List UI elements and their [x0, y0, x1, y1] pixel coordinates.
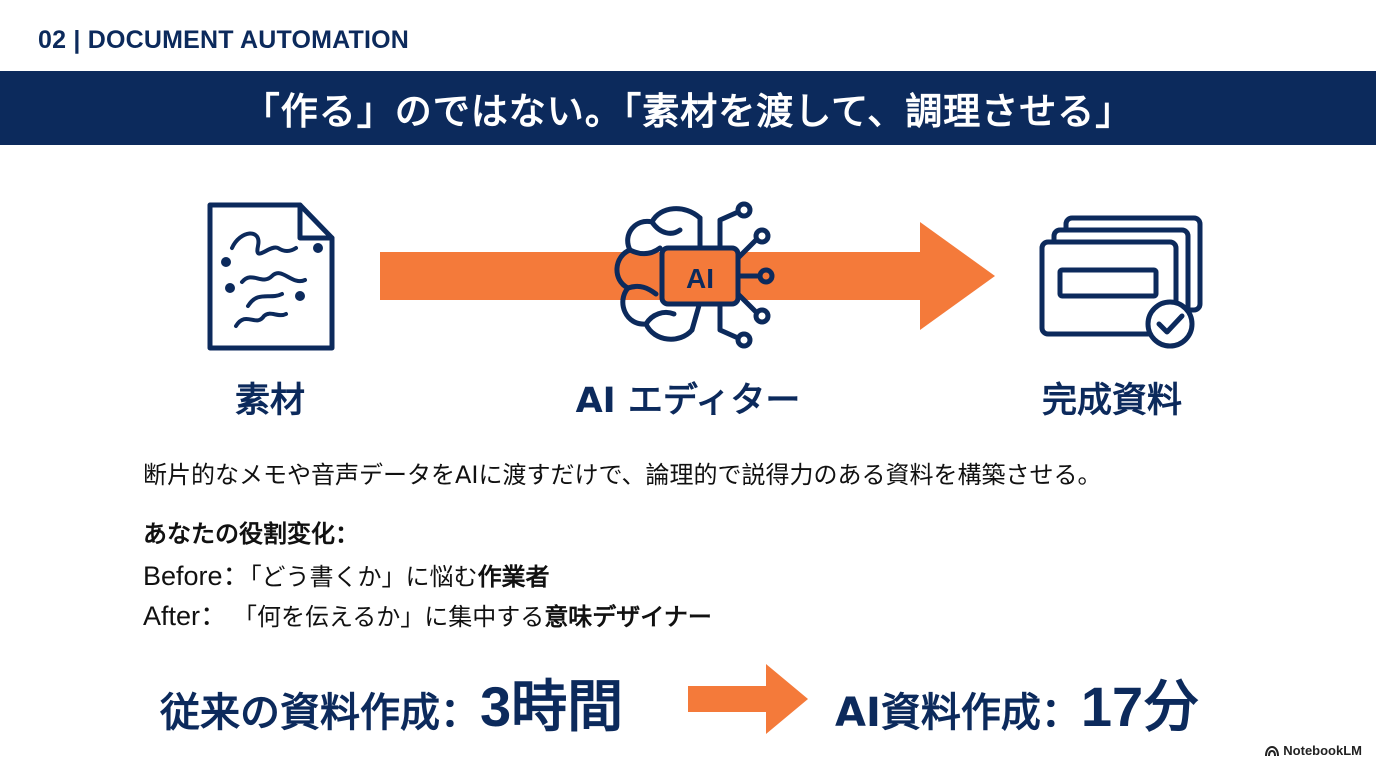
notebooklm-logo-icon: [1265, 745, 1280, 756]
after-time: AI資料作成：17分: [835, 662, 1199, 743]
after-time-value: 17分: [1080, 675, 1200, 738]
role-after-emphasis: 意味デザイナー: [544, 603, 712, 631]
role-before-prefix: Before：: [143, 561, 250, 591]
brand-watermark: NotebookLM: [1265, 743, 1362, 758]
ai-brain-circuit-icon: [614, 201, 775, 349]
description-text: 断片的なメモや音声データをAIに渡すだけで、論理的で説得力のある資料を構築させる…: [143, 461, 1102, 489]
slide-title: 「作る」のではない。「素材を渡して、調理させる」: [242, 90, 1134, 133]
before-time-label: 従来の資料作成：: [160, 690, 480, 736]
step-label-ai-editor: AI エディター: [575, 381, 801, 421]
time-comparison: 従来の資料作成：3時間 AI資料作成：17分: [0, 662, 1376, 742]
stacked-slides-check-icon: [1039, 215, 1203, 349]
role-before-emphasis: 作業者: [477, 563, 550, 591]
step-label-output: 完成資料: [1041, 381, 1183, 421]
role-after-prefix: After：: [143, 601, 228, 631]
role-after-text: 「何を伝えるか」に集中する: [245, 603, 545, 631]
section-kicker: 02 | DOCUMENT AUTOMATION: [38, 26, 410, 54]
role-before-line: Before：「どう書くか」に悩む作業者: [143, 554, 550, 593]
before-time-value: 3時間: [480, 675, 624, 738]
before-time: 従来の資料作成：3時間: [160, 662, 623, 743]
ai-chip-text: AI: [686, 263, 714, 294]
role-after-line: After： 「何を伝えるか」に集中する意味デザイナー: [143, 594, 712, 633]
after-time-label: AI資料作成：: [835, 690, 1081, 736]
brand-name: NotebookLM: [1283, 743, 1362, 758]
process-flow: AI: [0, 190, 1376, 360]
role-change-title: あなたの役割変化：: [143, 520, 359, 548]
handwritten-document-icon: [207, 202, 335, 351]
title-banner: 「作る」のではない。「素材を渡して、調理させる」: [0, 71, 1376, 145]
comparison-arrow-icon: [688, 664, 808, 734]
step-label-source: 素材: [234, 381, 306, 421]
role-before-text: 「どう書くか」に悩む: [249, 563, 478, 591]
flow-graphic: AI: [207, 201, 1203, 351]
